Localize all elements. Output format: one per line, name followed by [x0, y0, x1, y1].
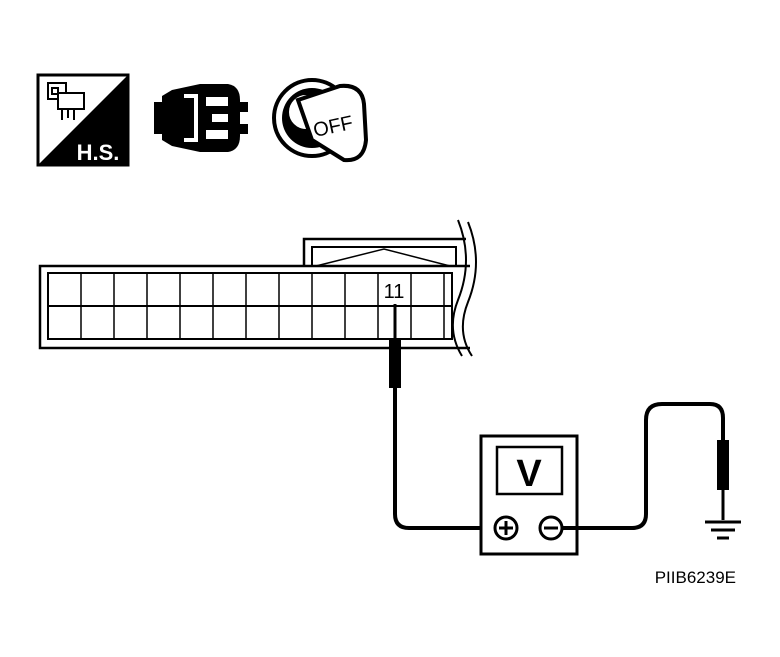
ground-icon [705, 520, 741, 540]
connector-disconnected-icon [154, 84, 248, 152]
harness-connector [38, 219, 477, 357]
negative-terminal-icon [538, 515, 564, 541]
harness-label: H.S. [77, 140, 120, 165]
figure-code: PIIB6239E [655, 568, 736, 587]
ignition-key-off-icon: OFF [272, 78, 369, 163]
voltmeter: V [479, 434, 579, 556]
voltmeter-display-label: V [516, 453, 542, 495]
harness-sensor-icon: H.S. [36, 73, 130, 167]
negative-probe [562, 402, 729, 530]
positive-probe [389, 304, 492, 530]
terminal-11-label: 11 [384, 281, 405, 303]
positive-terminal-icon [493, 515, 519, 541]
